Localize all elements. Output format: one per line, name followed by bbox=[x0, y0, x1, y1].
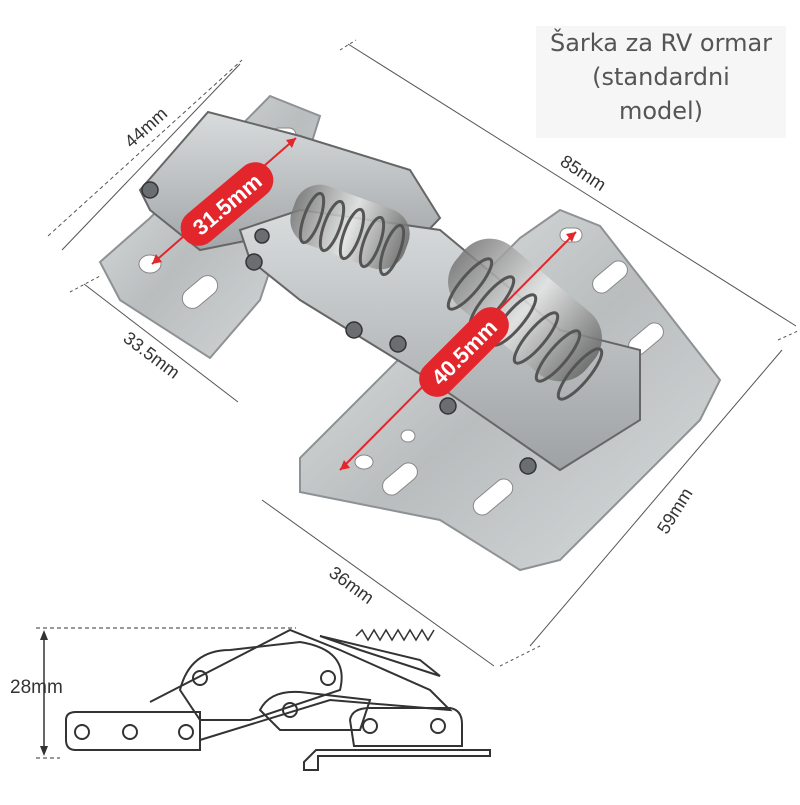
base-width-label: 36mm bbox=[325, 562, 377, 608]
length-label: 85mm bbox=[557, 151, 610, 195]
height-label: 59mm bbox=[653, 484, 696, 537]
caption-line-3: model) bbox=[618, 97, 704, 125]
side-view-drawing bbox=[36, 627, 491, 771]
rivets bbox=[141, 181, 537, 475]
dimension-lines bbox=[47, 39, 800, 667]
product-caption: Šarka za RV ormar (standardni model) bbox=[536, 26, 786, 138]
caption-line-1: Šarka za RV ormar bbox=[549, 29, 773, 57]
caption-line-2: (standardni bbox=[592, 63, 730, 91]
side-height-label: 28mm bbox=[10, 677, 63, 698]
spring-upper bbox=[290, 184, 410, 277]
